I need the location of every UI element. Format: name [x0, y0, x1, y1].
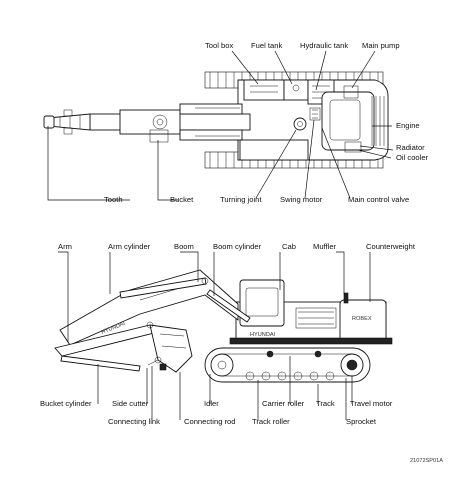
label-boom: Boom	[174, 242, 194, 251]
label-connecting-rod: Connecting rod	[184, 417, 236, 426]
label-main-pump: Main pump	[362, 41, 400, 50]
label-carrier-roller: Carrier roller	[262, 399, 305, 408]
boom-shape	[59, 269, 239, 346]
label-main-control-valve: Main control valve	[348, 195, 409, 204]
label-fuel-tank: Fuel tank	[251, 41, 282, 50]
engine-shape	[321, 91, 375, 151]
cab-shape	[239, 279, 285, 327]
model-lettering: ROBEX	[352, 316, 372, 322]
label-arm: Arm	[58, 242, 72, 251]
side-arm-bucket	[54, 321, 193, 373]
side-boom: HYUNDAI	[59, 269, 251, 346]
label-tool-box: Tool box	[205, 41, 233, 50]
label-oil-cooler: Oil cooler	[396, 153, 429, 162]
muffler-shape	[343, 292, 349, 304]
top-view: Tool box Fuel tank Hydraulic tank Main p…	[43, 41, 429, 204]
label-boom-cylinder: Boom cylinder	[213, 242, 262, 251]
label-sprocket: Sprocket	[346, 417, 377, 426]
tool-box-shape	[243, 79, 285, 101]
label-counterweight: Counterweight	[366, 242, 416, 251]
fuel-tank-shape	[283, 79, 309, 101]
label-engine: Engine	[396, 121, 420, 130]
label-arm-cylinder: Arm cylinder	[108, 242, 151, 251]
carrier-roller-shape	[266, 350, 274, 358]
top-upper-structure	[43, 79, 389, 161]
label-cab: Cab	[282, 242, 296, 251]
label-side-cutter: Side cutter	[112, 399, 149, 408]
body-lettering: HYUNDAI	[250, 332, 276, 338]
label-bucket-cylinder: Bucket cylinder	[40, 399, 92, 408]
label-idler: Idler	[204, 399, 219, 408]
label-radiator: Radiator	[396, 143, 425, 152]
boom-cylinder-shape	[206, 289, 251, 323]
label-turning-joint: Turning joint	[220, 195, 262, 204]
label-muffler: Muffler	[313, 242, 337, 251]
side-cutter-shape	[159, 363, 167, 371]
label-hydraulic-tank: Hydraulic tank	[300, 41, 348, 50]
bucket-shape	[149, 324, 193, 373]
turning-joint-shape	[293, 117, 307, 131]
label-connecting-link: Connecting link	[108, 417, 160, 426]
label-swing-motor: Swing motor	[280, 195, 323, 204]
side-upper-structure: HYUNDAI ROBEX	[229, 279, 393, 345]
side-view: HYUNDAI ROBEX HYUNDAI	[40, 242, 416, 426]
side-leader-lines	[58, 251, 371, 420]
label-tooth: Tooth	[104, 195, 123, 204]
label-bucket-top: Bucket	[170, 195, 194, 204]
top-leader-lines	[47, 50, 394, 201]
track-shape	[204, 347, 371, 383]
label-track: Track	[316, 399, 335, 408]
side-undercarriage	[204, 347, 371, 383]
figure-code: 21072SP01A	[410, 458, 443, 464]
label-track-roller: Track roller	[252, 417, 290, 426]
label-travel-motor: Travel motor	[350, 399, 393, 408]
idler-shape	[210, 353, 234, 377]
bucket-cylinder-shape	[60, 355, 141, 372]
